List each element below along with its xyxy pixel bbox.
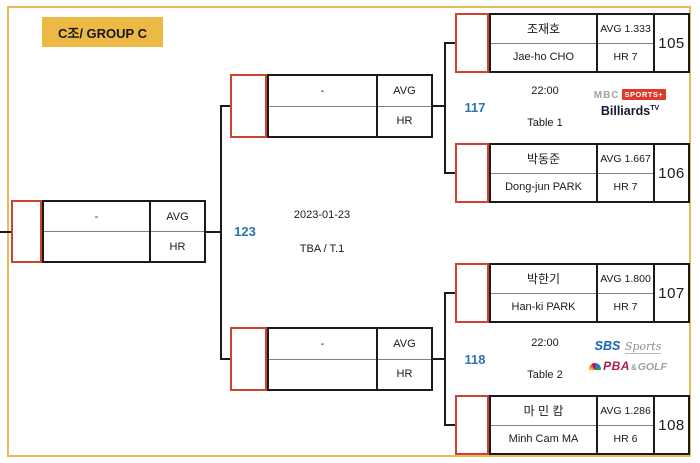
player-name-column: 마 민 캄 Minh Cam MA bbox=[491, 397, 596, 453]
player-hr: HR 7 bbox=[613, 181, 638, 194]
player-name-kr: 박한기 bbox=[491, 265, 596, 294]
player-name-en: Minh Cam MA bbox=[508, 433, 579, 446]
right-bracket-stub-p107 bbox=[446, 292, 455, 294]
winner-feed-line bbox=[0, 231, 11, 233]
right-bracket-stub-p106 bbox=[446, 172, 455, 174]
right-bracket-stub-p105 bbox=[446, 42, 455, 44]
player-name-en: Jae-ho CHO bbox=[512, 51, 575, 64]
left-bracket-stub-bottom bbox=[222, 358, 230, 360]
final-venue: TBA / T.1 bbox=[299, 243, 345, 255]
player-stat-column: AVG 1.333 HR 7 bbox=[596, 15, 653, 71]
player-hr: HR 7 bbox=[613, 51, 638, 64]
semi1-match-number: 117 bbox=[464, 100, 486, 115]
player-avg: AVG 1.286 bbox=[598, 397, 653, 426]
player-stat-column: AVG 1.286 HR 6 bbox=[596, 397, 653, 453]
semi1-time: 22:00 bbox=[531, 85, 559, 97]
final-date: 2023-01-23 bbox=[293, 209, 351, 221]
semi2-match-box: - AVG HR bbox=[267, 327, 433, 391]
player-105-seed-box bbox=[455, 13, 489, 73]
player-name-column: 조재호 Jae-ho CHO bbox=[491, 15, 596, 71]
hr-label: HR bbox=[396, 368, 413, 381]
golf-wordmark: GOLF bbox=[637, 361, 667, 373]
left-bracket-vertical bbox=[220, 105, 222, 360]
sbs-wordmark: SBS bbox=[594, 339, 621, 353]
player-number: 107 bbox=[653, 265, 688, 321]
player-number: 108 bbox=[653, 397, 688, 453]
player-name-column: 박동준 Dong-jun PARK bbox=[491, 145, 596, 201]
player-stat-column: AVG 1.800 HR 7 bbox=[596, 265, 653, 321]
final-match-box: - AVG HR bbox=[42, 200, 206, 263]
player-row: 마 민 캄 Minh Cam MA AVG 1.286 HR 6 108 bbox=[489, 395, 690, 455]
right-bracket-vertical-bottom bbox=[444, 292, 446, 426]
semi2-score-column: - bbox=[269, 329, 376, 389]
billiards-tv-sup: TV bbox=[650, 104, 660, 112]
avg-label: AVG bbox=[151, 202, 204, 232]
semi1-match-box: - AVG HR bbox=[267, 74, 433, 138]
player-avg: AVG 1.800 bbox=[598, 265, 653, 294]
semi2-score-top: - bbox=[269, 329, 376, 360]
final-score-bottom bbox=[44, 232, 149, 261]
player-row: 박동준 Dong-jun PARK AVG 1.667 HR 7 106 bbox=[489, 143, 690, 203]
sbs-sports-script: Sports bbox=[624, 340, 662, 354]
mbc-sports-badge: SPORTS+ bbox=[621, 89, 667, 101]
final-connector-line bbox=[205, 231, 222, 233]
player-name-kr: 마 민 캄 bbox=[491, 397, 596, 426]
pba-peacock-icon bbox=[589, 363, 602, 370]
semi1-table: Table 1 bbox=[527, 117, 563, 129]
right-bracket-vertical-top bbox=[444, 42, 446, 174]
semi2-score-bottom bbox=[269, 360, 376, 390]
player-name-kr: 박동준 bbox=[491, 145, 596, 174]
semi2-stat-column: AVG HR bbox=[376, 329, 431, 389]
semi1-score-top: - bbox=[269, 76, 376, 107]
final-seed-box bbox=[11, 200, 42, 263]
final-score-top: - bbox=[44, 202, 149, 232]
semi2-table: Table 2 bbox=[527, 369, 563, 381]
player-row: 조재호 Jae-ho CHO AVG 1.333 HR 7 105 bbox=[489, 13, 690, 73]
billiards-tv-logo: BilliardsTV bbox=[582, 104, 678, 120]
avg-label: AVG bbox=[378, 76, 431, 107]
semi1-connector-line bbox=[433, 105, 445, 107]
semi1-stat-column: AVG HR bbox=[376, 76, 431, 136]
player-avg: AVG 1.333 bbox=[598, 15, 653, 44]
player-name-kr: 조재호 bbox=[491, 15, 596, 44]
semi1-score-bottom bbox=[269, 107, 376, 137]
player-stat-column: AVG 1.667 HR 7 bbox=[596, 145, 653, 201]
player-avg: AVG 1.667 bbox=[598, 145, 653, 174]
left-bracket-stub-top bbox=[222, 105, 230, 107]
semi2-seed-box bbox=[230, 327, 267, 391]
pba-wordmark: PBA bbox=[603, 359, 630, 373]
final-match-number: 123 bbox=[234, 224, 256, 239]
billiards-wordmark: Billiards bbox=[600, 104, 651, 118]
player-row: 박한기 Han-ki PARK AVG 1.800 HR 7 107 bbox=[489, 263, 690, 323]
pba-golf-logo: PBA&GOLF bbox=[576, 356, 680, 376]
player-name-en: Han-ki PARK bbox=[511, 301, 576, 314]
player-number: 106 bbox=[653, 145, 688, 201]
player-106-seed-box bbox=[455, 143, 489, 203]
sbs-sports-logo: SBS Sports bbox=[576, 336, 680, 356]
semi2-connector-line bbox=[433, 358, 445, 360]
final-stat-column: AVG HR bbox=[149, 202, 204, 261]
final-score-column: - bbox=[44, 202, 149, 261]
semi1-score-column: - bbox=[269, 76, 376, 136]
player-hr: HR 7 bbox=[613, 301, 638, 314]
hr-label: HR bbox=[169, 240, 186, 253]
group-label: C조/ GROUP C bbox=[42, 17, 163, 47]
player-107-seed-box bbox=[455, 263, 489, 323]
pba-ampersand: & bbox=[630, 363, 637, 372]
mbc-wordmark: MBC bbox=[593, 90, 620, 101]
player-number: 105 bbox=[653, 15, 688, 71]
semi2-broadcaster-logo: SBS Sports PBA&GOLF bbox=[576, 336, 680, 376]
avg-label: AVG bbox=[378, 329, 431, 360]
semi2-match-number: 118 bbox=[464, 352, 486, 367]
player-name-column: 박한기 Han-ki PARK bbox=[491, 265, 596, 321]
player-hr: HR 6 bbox=[613, 433, 638, 446]
semi2-time: 22:00 bbox=[531, 337, 559, 349]
player-name-en: Dong-jun PARK bbox=[505, 181, 582, 194]
semi1-seed-box bbox=[230, 74, 267, 138]
right-bracket-stub-p108 bbox=[446, 424, 455, 426]
player-108-seed-box bbox=[455, 395, 489, 455]
hr-label: HR bbox=[396, 115, 413, 128]
